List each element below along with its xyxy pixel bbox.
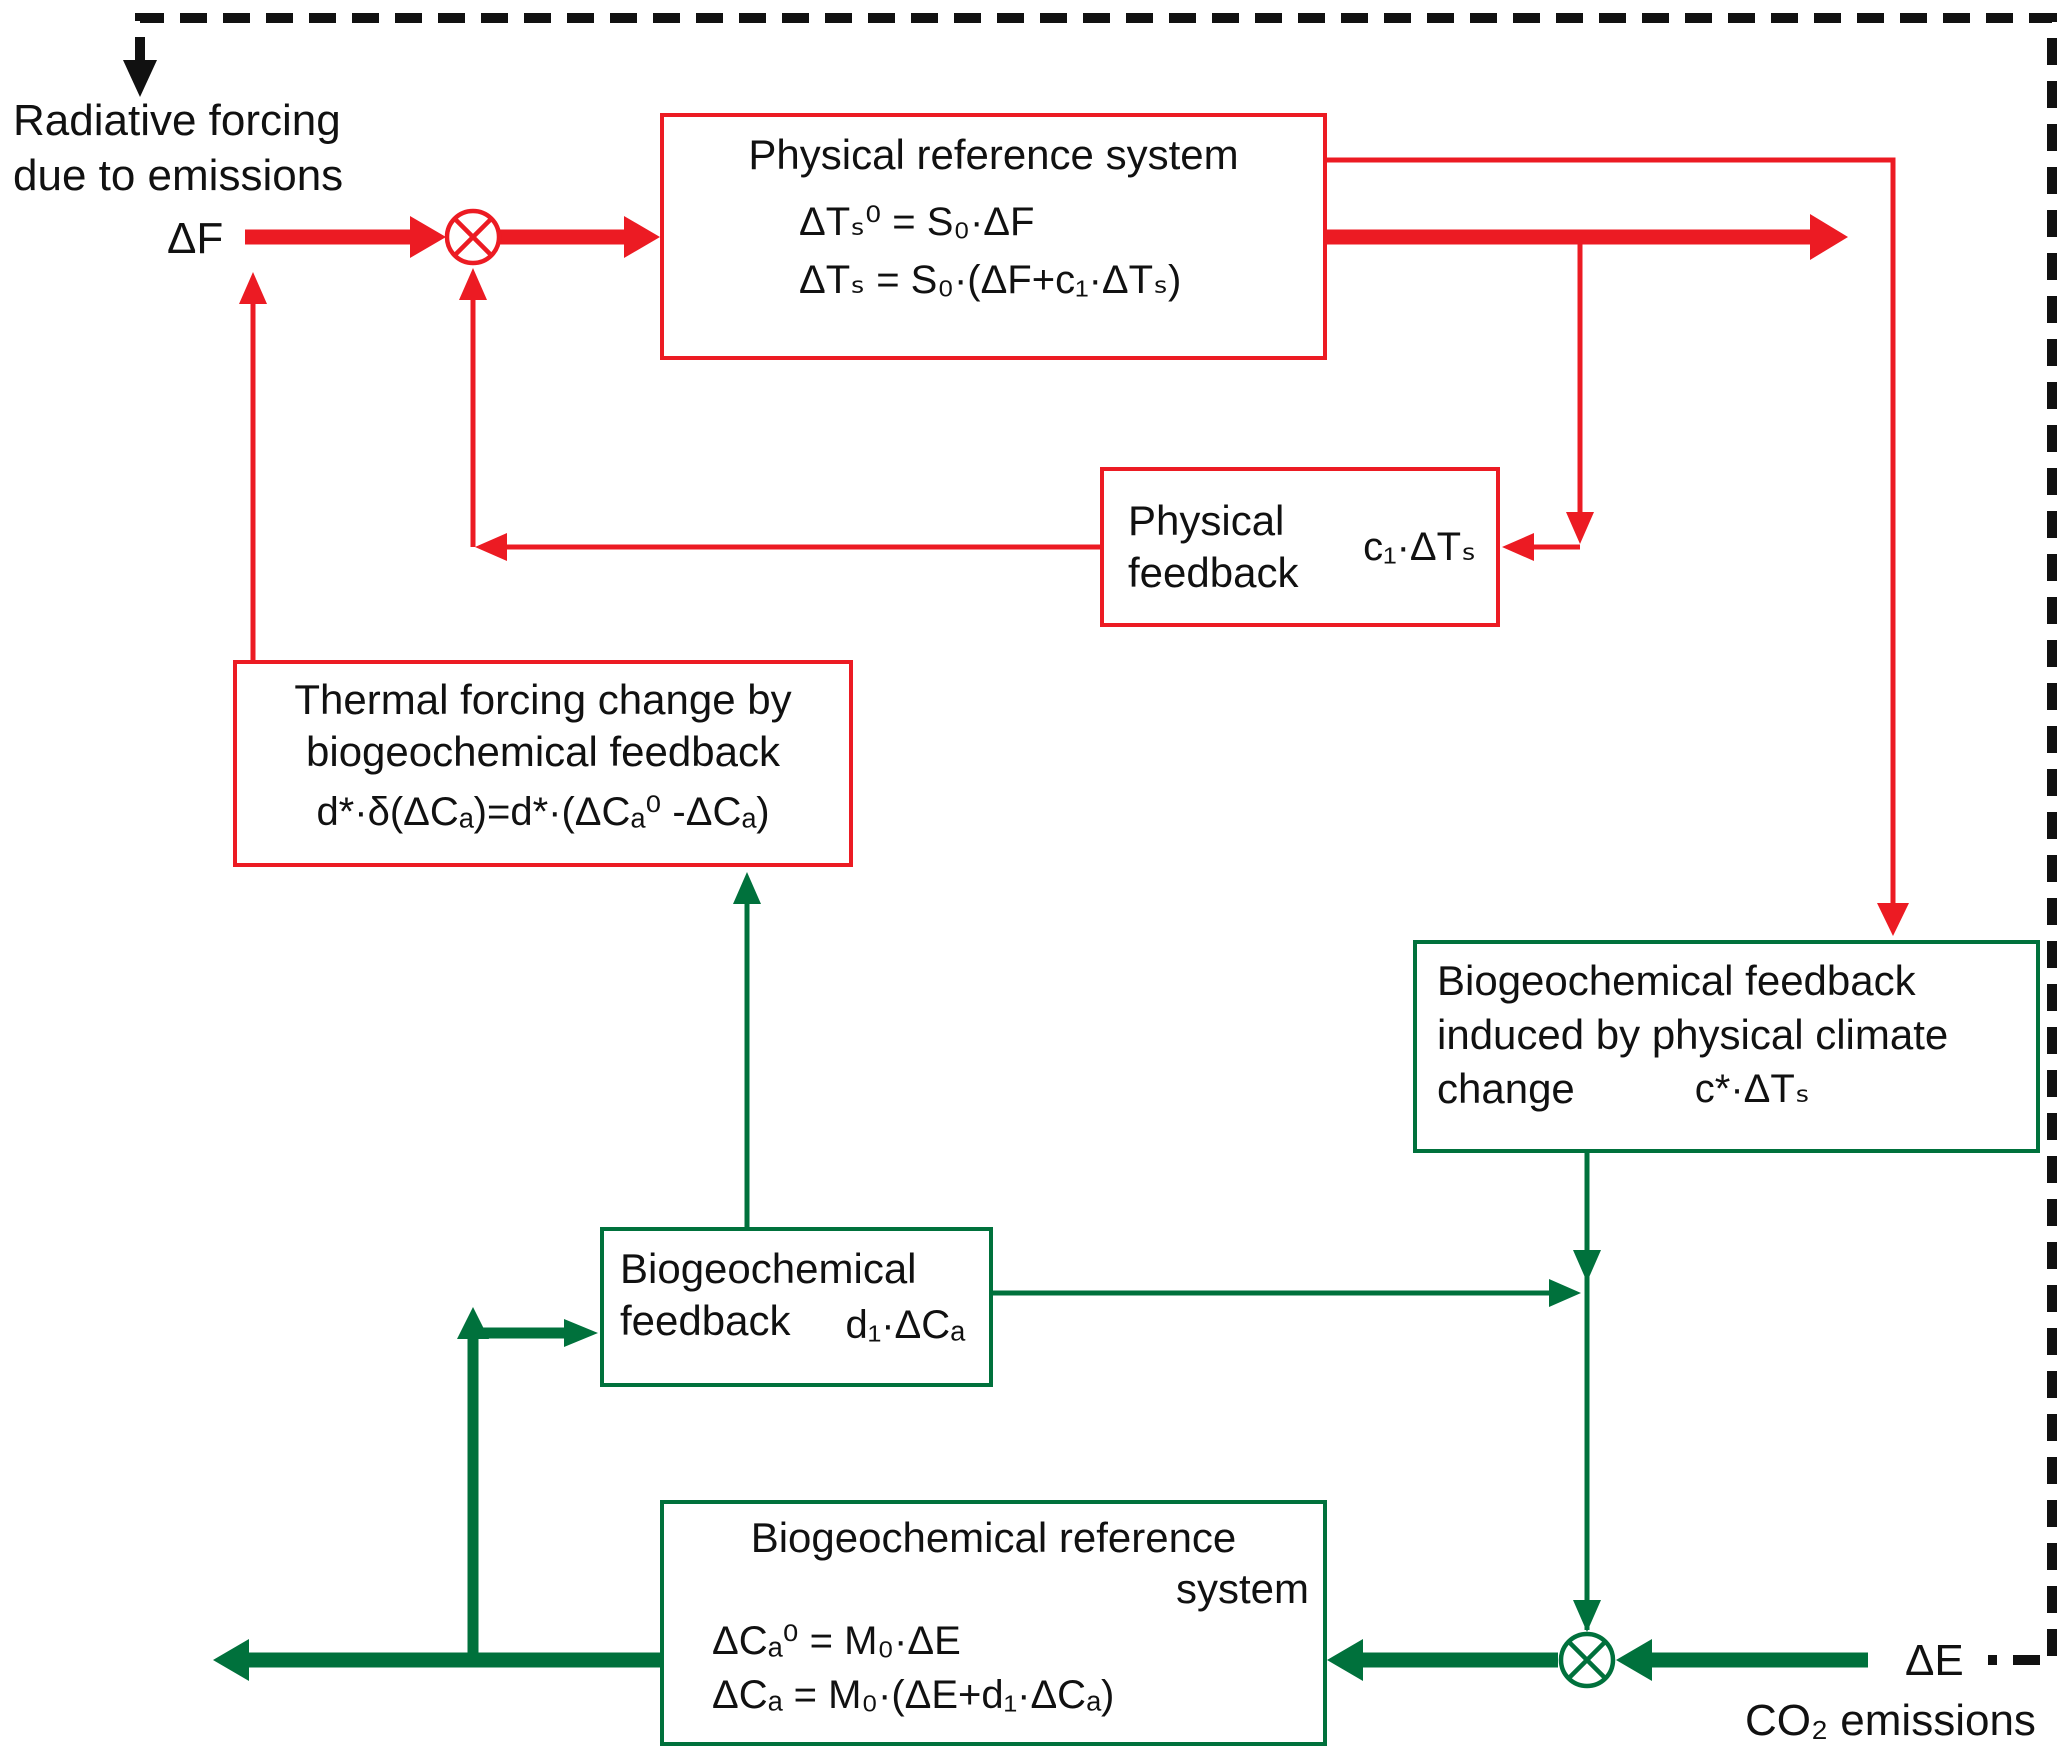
biogeo-feedback-eq: d₁·ΔCₐ [845, 1303, 966, 1347]
thermal-forcing-eq: d*·δ(ΔCₐ)=d*·(ΔCₐ⁰ -ΔCₐ) [316, 790, 770, 834]
thermal-forcing-line2: biogeochemical feedback [306, 728, 780, 775]
delta-e-label: ΔE [1905, 1636, 1964, 1685]
summation-node-green-icon [1558, 1631, 1616, 1689]
biogeo-induced-line2: induced by physical climate [1437, 1011, 1949, 1058]
biogeo-induced-eq: c*·ΔTₛ [1694, 1067, 1810, 1111]
biogeo-feedback-line1: Biogeochemical [620, 1245, 917, 1292]
biogeo-feedback-line2: feedback [620, 1297, 791, 1344]
red-thick-arrowheads [410, 214, 1848, 260]
radiative-forcing-label: Radiative forcing due to emissions [13, 93, 343, 203]
green-arrowheads [213, 872, 1652, 1681]
physical-reference-eq2: ΔTₛ = S₀·(ΔF+c₁·ΔTₛ) [799, 258, 1182, 302]
delta-f-label: ΔF [167, 214, 224, 263]
physical-feedback-title: Physical feedback [1128, 495, 1298, 599]
radiative-forcing-line1: Radiative forcing [13, 96, 341, 145]
radiative-forcing-line2: due to emissions [13, 151, 344, 200]
red-thin-arrowheads [239, 268, 1909, 936]
biogeo-induced-line3: change [1437, 1065, 1575, 1112]
thermal-forcing-line1: Thermal forcing change by [294, 676, 792, 723]
emissions-boundary-dashed-line [135, 13, 2057, 1665]
biogeo-reference-title2: system [1175, 1565, 1309, 1612]
thermal-forcing-change-box: Thermal forcing change by biogeochemical… [233, 660, 853, 867]
physical-feedback-line1: Physical [1128, 497, 1285, 544]
summation-node-red-icon [444, 208, 502, 266]
co2-emissions-label: CO₂ emissions [1745, 1696, 2036, 1745]
biogeo-reference-eq1: ΔCₐ⁰ = M₀·ΔE [712, 1619, 961, 1663]
biogeo-reference-eq2: ΔCₐ = M₀·(ΔE+d₁·ΔCₐ) [712, 1673, 1115, 1717]
biogeochemical-induced-feedback-box: Biogeochemical feedback induced by physi… [1413, 940, 2040, 1153]
biogeo-induced-line1: Biogeochemical feedback [1437, 957, 1916, 1004]
physical-feedback-line2: feedback [1128, 549, 1299, 596]
physical-reference-equations: ΔTₛ⁰ = S₀·ΔF ΔTₛ = S₀·(ΔF+c₁·ΔTₛ) [799, 193, 1323, 309]
physical-reference-eq1: ΔTₛ⁰ = S₀·ΔF [799, 200, 1035, 244]
dashed-down-arrowhead-icon [123, 60, 157, 97]
biogeochemical-feedback-box: Biogeochemical feedback d₁·ΔCₐ [600, 1227, 993, 1387]
biogeochemical-reference-system-box: Biogeochemical reference system ΔCₐ⁰ = M… [660, 1500, 1327, 1746]
physical-reference-title: Physical reference system [748, 131, 1239, 178]
reference-to-biogeo-induced-arrow [1327, 157, 1896, 903]
physical-reference-system-box: Physical reference system ΔTₛ⁰ = S₀·ΔF Δ… [660, 113, 1327, 360]
biogeo-reference-title1: Biogeochemical reference [750, 1514, 1237, 1561]
physical-feedback-box: Physical feedback c₁·ΔTₛ [1100, 467, 1500, 627]
physical-feedback-eq: c₁·ΔTₛ [1363, 525, 1476, 569]
